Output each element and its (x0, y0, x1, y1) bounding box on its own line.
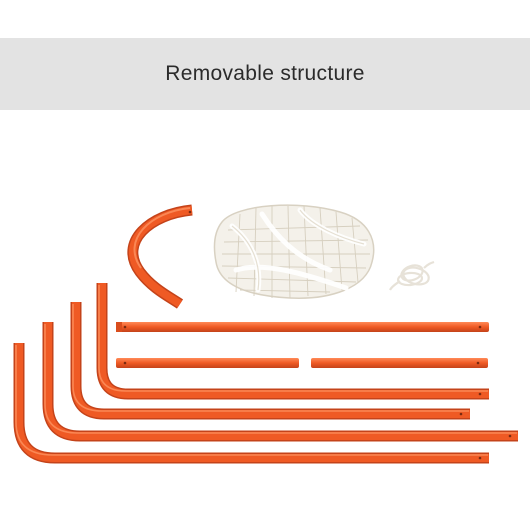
straight-bar-short-right (311, 358, 488, 368)
folded-net (213, 204, 375, 299)
l-frame-4 (13, 343, 489, 464)
banner-title: Removable structure (165, 62, 365, 85)
l-frame-3 (42, 322, 518, 442)
straight-bar-long (116, 322, 489, 332)
l-frame-2 (70, 302, 470, 420)
curved-connector-tube (127, 204, 193, 309)
rope-bundle (389, 260, 435, 291)
l-frame-1 (96, 283, 489, 400)
caption-banner: Removable structure (0, 38, 530, 110)
straight-bar-short-left (116, 358, 299, 368)
